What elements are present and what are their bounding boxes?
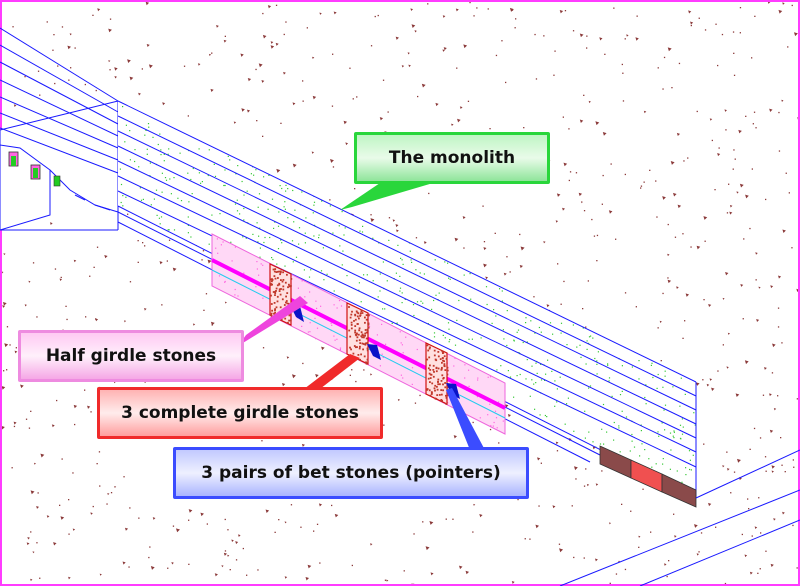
half-girdle-callout: Half girdle stones: [18, 330, 244, 382]
complete-girdle-label: 3 complete girdle stones: [121, 403, 359, 423]
bet-stones-label: 3 pairs of bet stones (pointers): [201, 463, 501, 483]
bet-stones-callout: 3 pairs of bet stones (pointers): [173, 447, 529, 499]
passage-lines: [0, 27, 119, 174]
complete-girdle-callout: 3 complete girdle stones: [97, 387, 383, 439]
small-markers: [8, 151, 61, 187]
half-girdle-label: Half girdle stones: [45, 346, 217, 366]
passage-end-blocks: [599, 445, 697, 508]
lower-passage-lines: [559, 449, 800, 586]
monolith-callout: The monolith: [354, 132, 550, 184]
monolith-label: The monolith: [388, 148, 516, 168]
callout-connectors: [238, 178, 486, 452]
